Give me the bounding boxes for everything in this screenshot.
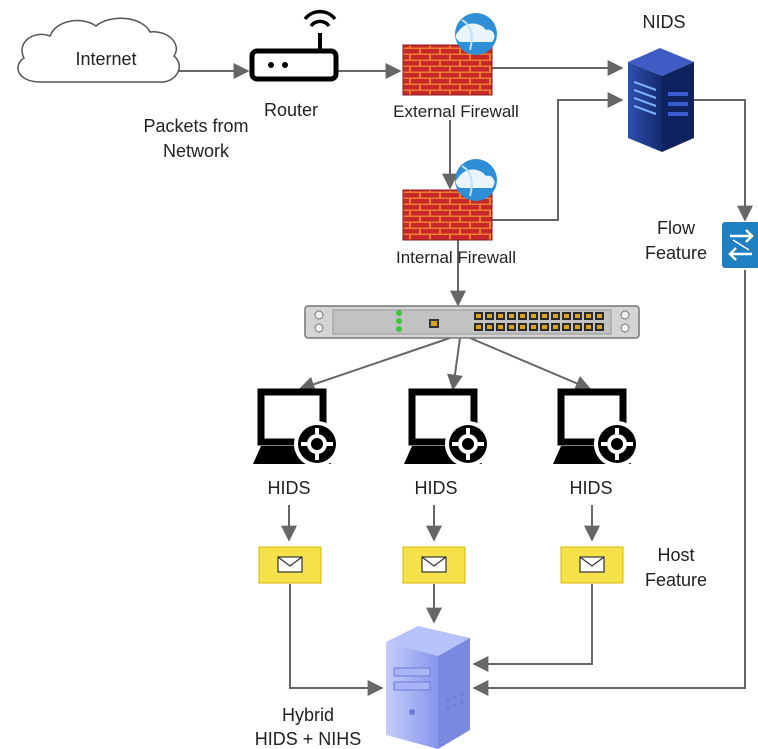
switch-port-led — [586, 325, 591, 329]
edge-switch-host2 — [447, 337, 463, 391]
edge-intfw-nids — [492, 92, 624, 221]
switch-port-led — [487, 314, 492, 318]
edge-env1-hybrid — [289, 584, 384, 696]
switch-port-led — [520, 325, 525, 329]
host-feature-label-line1: Host — [657, 545, 694, 565]
edge-switch-host3 — [469, 337, 592, 391]
hybrid-label-line1: Hybrid — [282, 705, 334, 725]
internet-label: Internet — [75, 49, 136, 69]
switch-port-led — [509, 325, 514, 329]
connectors — [178, 60, 753, 696]
switch-port-led — [498, 325, 503, 329]
switch-port-led — [564, 314, 569, 318]
router-label: Router — [264, 100, 318, 120]
rack-switch-icon — [304, 305, 640, 339]
internet-node: Internet — [17, 17, 180, 83]
cloud-icon — [17, 17, 180, 83]
hids-label-2: HIDS — [414, 478, 457, 498]
server-icon — [628, 48, 694, 152]
switch-port-led — [498, 314, 503, 318]
nids-label: NIDS — [642, 12, 685, 32]
edge-switch-host1 — [298, 337, 451, 392]
flow-label-line1: Flow — [657, 218, 696, 238]
hybrid-label-line2: HIDS + NIHS — [255, 729, 362, 749]
hybrid-node: Hybrid HIDS + NIHS — [255, 626, 470, 749]
switch-port-led — [564, 325, 569, 329]
host-2: HIDS — [404, 388, 491, 498]
switch-port-led — [597, 325, 602, 329]
edge-nids-flow — [680, 99, 753, 222]
internal-firewall-node: Internal Firewall — [396, 159, 516, 267]
firewall-icon — [402, 189, 493, 241]
cloud-badge-icon — [455, 13, 497, 55]
internal-firewall-label: Internal Firewall — [396, 248, 516, 267]
switch-port-led — [531, 325, 536, 329]
lan-switch-node — [304, 305, 640, 339]
hids-label-3: HIDS — [569, 478, 612, 498]
switch-port-led — [575, 314, 580, 318]
envelope-icon — [560, 546, 624, 584]
switch-port-led — [586, 314, 591, 318]
switch-port-led — [553, 314, 558, 318]
laptop-gear-icon — [253, 388, 340, 467]
switch-port-led — [476, 325, 481, 329]
switch-port-led — [476, 314, 481, 318]
router-node: Router Packets from Network — [143, 9, 339, 161]
switch-port-led — [509, 314, 514, 318]
external-firewall-label: External Firewall — [393, 102, 519, 121]
nids-node: NIDS — [628, 12, 694, 152]
packets-label-line1: Packets from — [143, 116, 248, 136]
switch-port-led — [520, 314, 525, 318]
switch-port-led — [575, 325, 580, 329]
edge-flow-hybrid — [472, 270, 746, 696]
cloud-badge-icon — [455, 159, 497, 201]
envelope-icon — [258, 546, 322, 584]
tower-server-icon — [386, 626, 470, 749]
host-1: HIDS — [253, 388, 340, 498]
host-feature-label-line2: Feature — [645, 570, 707, 590]
switch-port-led — [542, 325, 547, 329]
network-switch-icon — [722, 222, 758, 268]
laptop-gear-icon — [404, 388, 491, 467]
envelope-icon — [402, 546, 466, 584]
packets-label-line2: Network — [163, 141, 230, 161]
laptop-gear-icon — [553, 388, 640, 467]
router-icon — [249, 9, 339, 82]
hids-label-1: HIDS — [267, 478, 310, 498]
host-3: HIDS — [553, 388, 640, 498]
external-firewall-node: External Firewall — [393, 13, 519, 121]
switch-port-led — [553, 325, 558, 329]
switch-port-led — [542, 314, 547, 318]
switch-port-led — [531, 314, 536, 318]
edge-env3-hybrid — [472, 584, 593, 672]
switch-port-led — [487, 325, 492, 329]
flow-feature-node: Flow Feature — [645, 218, 758, 268]
flow-label-line2: Feature — [645, 243, 707, 263]
switch-port-led — [597, 314, 602, 318]
